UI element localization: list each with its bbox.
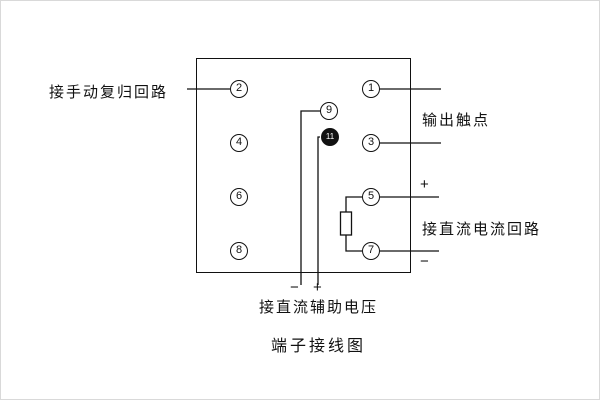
minus-sign-bottom: − — [290, 279, 299, 296]
label-manual-reset-loop: 接手动复归回路 — [49, 84, 169, 101]
terminal-11: 11 — [321, 128, 339, 146]
terminal-2: 2 — [230, 80, 248, 98]
terminal-6: 6 — [230, 188, 248, 206]
minus-sign-right: − — [420, 253, 429, 270]
terminal-9: 9 — [320, 102, 338, 120]
diagram-title: 端子接线图 — [271, 338, 367, 355]
terminal-block-outline — [196, 58, 411, 273]
terminal-7: 7 — [362, 242, 380, 260]
terminal-5: 5 — [362, 188, 380, 206]
terminal-3: 3 — [362, 134, 380, 152]
terminal-1: 1 — [362, 80, 380, 98]
terminal-8: 8 — [230, 242, 248, 260]
plus-sign-right: + — [420, 176, 429, 193]
label-dc-aux-voltage: 接直流辅助电压 — [259, 299, 379, 316]
terminal-4: 4 — [230, 134, 248, 152]
label-output-contact: 输出触点 — [422, 112, 491, 129]
label-dc-current-loop: 接直流电流回路 — [422, 221, 542, 238]
plus-sign-bottom: + — [313, 279, 322, 296]
